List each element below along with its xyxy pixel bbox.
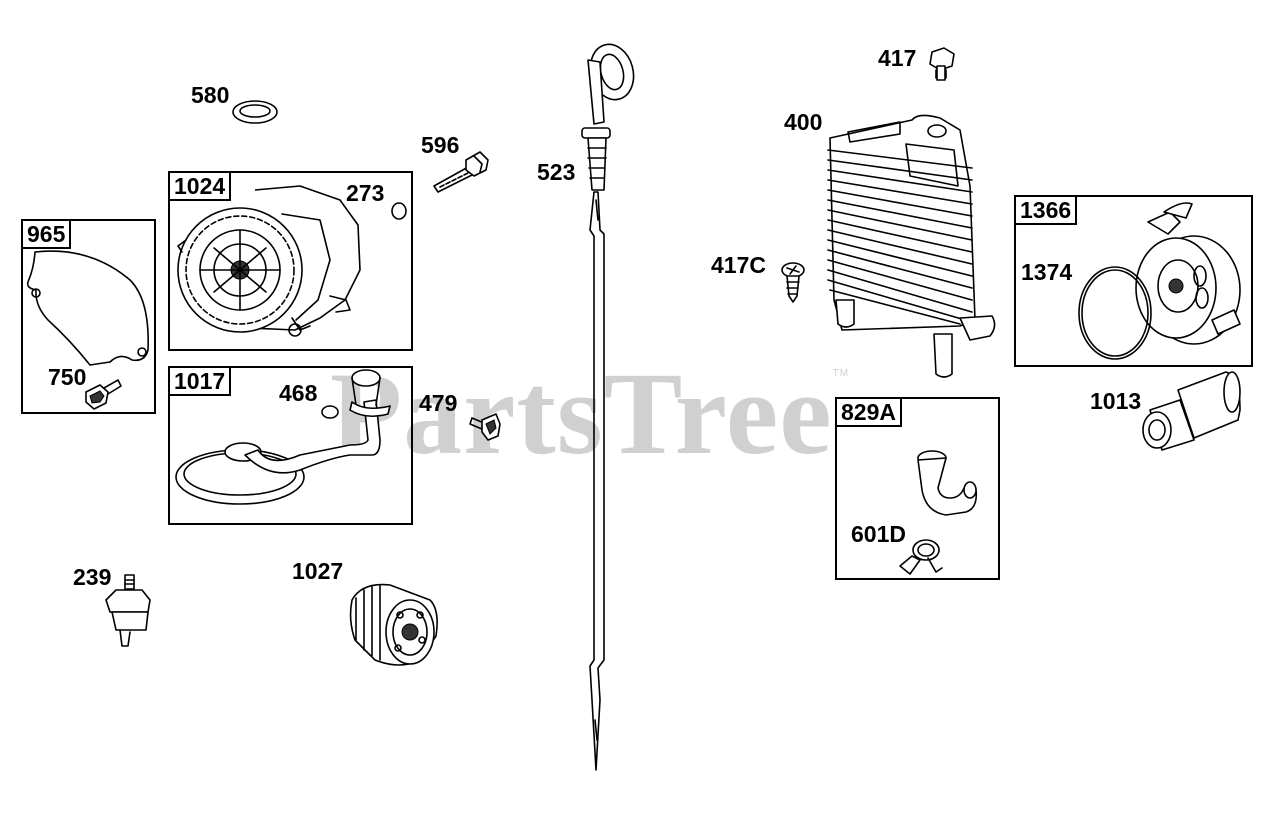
bolt-596-drawing[interactable]	[433, 151, 489, 193]
label-417c[interactable]: 417C	[711, 252, 766, 278]
label-239[interactable]: 239	[73, 564, 112, 590]
label-273[interactable]: 273	[346, 180, 385, 206]
oil-cooler-400-drawing[interactable]	[827, 114, 996, 378]
screw-417c-drawing[interactable]	[781, 262, 805, 303]
watermark-trademark: TM	[832, 368, 850, 379]
watermark: PartsTreeTM	[330, 355, 849, 473]
adapter-1366-drawing[interactable]	[1135, 202, 1241, 345]
label-1374[interactable]: 1374	[1021, 259, 1073, 285]
label-596[interactable]: 596	[421, 132, 460, 158]
label-1013[interactable]: 1013	[1090, 388, 1142, 414]
group-tag-1024: 1024	[168, 171, 232, 201]
group-box-829a[interactable]: 829A	[835, 397, 1000, 580]
label-479[interactable]: 479	[419, 390, 458, 416]
screw-479-drawing[interactable]	[469, 413, 501, 441]
label-400[interactable]: 400	[784, 109, 823, 135]
group-tag-1017: 1017	[168, 366, 232, 396]
label-417[interactable]: 417	[878, 45, 917, 71]
pressure-switch-239-drawing[interactable]	[105, 574, 151, 647]
oil-pickup-1017-drawing[interactable]	[175, 369, 391, 505]
oil-filter-1027-drawing[interactable]	[349, 583, 438, 666]
bolt-417-drawing[interactable]	[929, 47, 955, 81]
oil-pump-1024-drawing[interactable]	[177, 185, 361, 337]
hose-829a-drawing[interactable]	[917, 450, 978, 516]
group-box-1024[interactable]: 1024	[168, 171, 413, 351]
oring-1374-drawing[interactable]	[1078, 266, 1152, 360]
label-468[interactable]: 468	[279, 380, 318, 406]
watermark-text: PartsTree	[330, 348, 833, 479]
group-tag-965: 965	[21, 219, 72, 249]
group-tag-829a: 829A	[835, 397, 902, 427]
ring-580-drawing[interactable]	[232, 100, 278, 124]
label-1027[interactable]: 1027	[292, 558, 344, 584]
screw-750-drawing[interactable]	[85, 379, 122, 410]
label-523[interactable]: 523	[537, 159, 576, 185]
label-750[interactable]: 750	[48, 364, 87, 390]
dipstick-523-drawing[interactable]	[581, 40, 640, 771]
label-580[interactable]: 580	[191, 82, 230, 108]
group-box-965[interactable]: 965	[21, 219, 156, 414]
oring-273-drawing[interactable]	[391, 202, 407, 220]
group-tag-1366: 1366	[1014, 195, 1078, 225]
clamp-601d-drawing[interactable]	[899, 539, 943, 575]
label-601d[interactable]: 601D	[851, 521, 906, 547]
group-box-1017[interactable]: 1017	[168, 366, 413, 525]
group-box-1366[interactable]: 1366	[1014, 195, 1253, 367]
oring-468-drawing[interactable]	[321, 405, 339, 419]
fitting-1013-drawing[interactable]	[1142, 371, 1241, 451]
gasket-965-drawing[interactable]	[26, 250, 149, 366]
